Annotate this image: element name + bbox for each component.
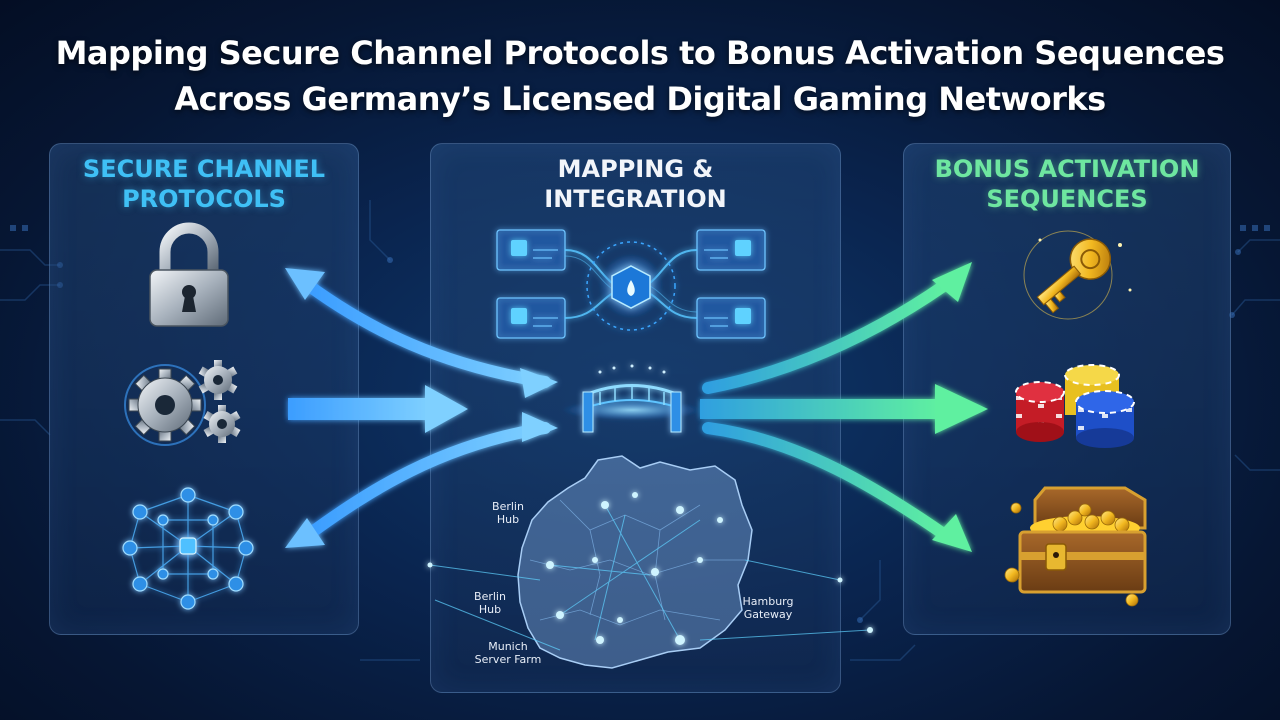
- integration-hub-icon: [496, 229, 766, 339]
- padlock-icon: [149, 222, 229, 327]
- secure-channel-heading: SECURE CHANNEL PROTOCOLS: [82, 155, 326, 213]
- page-title: Mapping Secure Channel Protocols to Bonu…: [0, 30, 1280, 122]
- title-line-2: Across Germany’s Licensed Digital Gaming…: [174, 80, 1106, 118]
- bridge-icon: [562, 364, 702, 433]
- arrow-from-gears: [288, 385, 468, 433]
- map-label-hamburg-gateway: Hamburg Gateway: [742, 595, 794, 621]
- arrow-to-key: [702, 262, 972, 394]
- bonus-activation-heading: BONUS ACTIVATION SEQUENCES: [934, 155, 1200, 213]
- arrow-to-chest: [702, 422, 972, 552]
- germany-map: [427, 455, 873, 669]
- casino-chips-icon: [1015, 364, 1135, 448]
- network-mesh-icon: [122, 487, 254, 610]
- arrow-to-padlock: [285, 268, 551, 388]
- map-label-munich-server-farm: Munich Server Farm: [474, 640, 542, 666]
- arrow-to-chips: [700, 384, 988, 434]
- mapping-integration-heading: MAPPING & INTEGRATION: [544, 155, 727, 213]
- gears-icon: [124, 360, 241, 446]
- map-label-berlin-hub-2: Berlin Hub: [474, 590, 506, 616]
- arrow-to-network: [285, 368, 558, 548]
- map-label-berlin-hub-1: Berlin Hub: [492, 500, 524, 526]
- golden-key-icon: [1023, 230, 1132, 320]
- title-line-1: Mapping Secure Channel Protocols to Bonu…: [55, 34, 1225, 72]
- treasure-chest-icon: [1004, 486, 1147, 607]
